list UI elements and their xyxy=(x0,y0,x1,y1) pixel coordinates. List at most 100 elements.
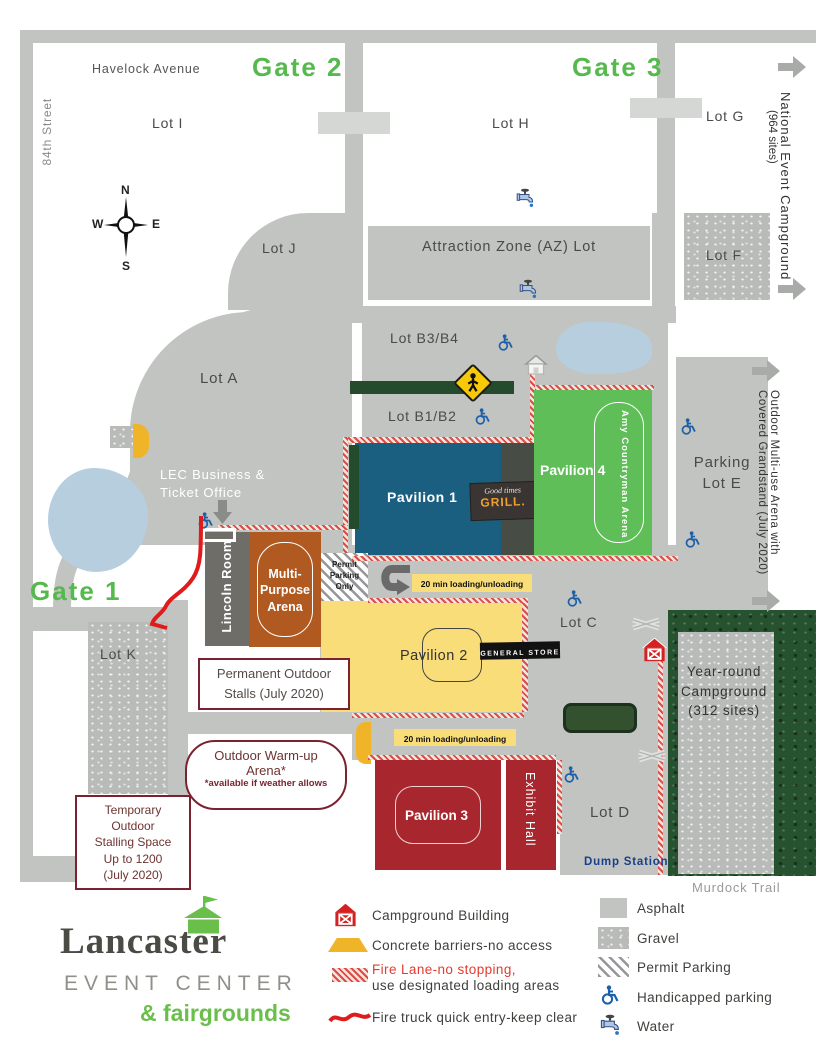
concrete-barrier-west xyxy=(133,424,149,458)
concrete-barrier-icon xyxy=(328,938,368,952)
legend-handicapped-parking: Handicapped parking xyxy=(637,990,773,1005)
fire-lane-lincoln-top xyxy=(218,525,348,530)
gate-1-label: Gate 1 xyxy=(30,576,122,606)
general-store-label: GENERAL STORE xyxy=(480,649,560,658)
handicapped-icon xyxy=(685,531,700,548)
dump-station-label: Dump Station xyxy=(584,856,669,868)
temporary-stalling-box: Temporary Outdoor Stalling Space Up to 1… xyxy=(75,795,191,890)
water-icon xyxy=(519,279,537,299)
general-store-sign: GENERAL STORE xyxy=(479,641,561,660)
lot-h-label: Lot H xyxy=(492,115,530,131)
north-pond xyxy=(556,322,652,374)
national-campground-label: National Event Campground (964 sites) xyxy=(766,92,793,281)
permit-parking-swatch xyxy=(598,957,629,977)
havelock-avenue-label: Havelock Avenue xyxy=(92,62,201,76)
pedestrian-crossing-sign xyxy=(453,363,493,403)
handicapped-icon xyxy=(475,408,490,425)
water-icon xyxy=(516,188,534,208)
lot-a-area xyxy=(130,312,352,545)
lot-b34-label: Lot B3/B4 xyxy=(390,330,459,346)
pavilion-4-label: Pavilion 4 xyxy=(540,462,606,478)
lot-c-area xyxy=(528,555,678,715)
lot-f-area xyxy=(684,213,770,300)
handicapped-icon xyxy=(198,512,213,529)
lot-j-area xyxy=(228,213,346,310)
handicapped-icon xyxy=(564,766,579,783)
road-gate2-crossing xyxy=(318,112,390,134)
handicapped-icon xyxy=(681,418,696,435)
lancaster-logo-icon xyxy=(184,896,222,934)
road-below-az xyxy=(340,306,676,323)
logo-tagline: & fairgrounds xyxy=(140,1000,291,1026)
compass-n: N xyxy=(121,183,130,197)
amy-countryman-arena-outline xyxy=(594,402,644,543)
murdock-trail-label: Murdock Trail xyxy=(692,880,781,895)
handicapped-icon xyxy=(601,985,619,1005)
pavilion-1-tree-strip xyxy=(349,445,359,529)
gate-crossing-icon xyxy=(632,616,660,632)
permanent-stalls-box: Permanent Outdoor Stalls (July 2020) xyxy=(198,658,350,710)
compass-rose: N W E S xyxy=(92,183,160,273)
right-arrow-icon xyxy=(752,360,780,382)
compass-s: S xyxy=(122,259,131,273)
fire-lane-pav3-top xyxy=(368,755,556,760)
lot-j-label: Lot J xyxy=(262,240,297,256)
lot-k-area xyxy=(88,622,168,794)
legend-permit-parking: Permit Parking xyxy=(637,960,732,975)
fire-lane-band1-top xyxy=(352,556,678,561)
legend-gravel: Gravel xyxy=(637,931,680,946)
attraction-zone-label: Attraction Zone (AZ) Lot xyxy=(422,239,596,255)
road-gate3-crossing xyxy=(630,98,702,118)
logo-subtitle: EVENT CENTER xyxy=(64,972,298,995)
parking-lot-e-label: Parking Lot E xyxy=(693,454,751,492)
attraction-zone-lot-area xyxy=(368,226,650,300)
pavilion-3-outline xyxy=(395,786,481,844)
warmup-arena-bubble: Outdoor Warm-up Arena* *available if wea… xyxy=(185,740,347,810)
barn-icon xyxy=(642,638,667,663)
concrete-barrier-south xyxy=(356,722,371,764)
lot-a-label: Lot A xyxy=(200,370,239,387)
lincoln-room-label: Lincoln Room xyxy=(219,540,234,633)
west-pond xyxy=(48,468,148,572)
gate-2-label: Gate 2 xyxy=(252,52,344,82)
multi-purpose-arena: Multi- Purpose Arena xyxy=(249,532,321,647)
road-east-spine xyxy=(652,213,668,563)
lot-k-label: Lot K xyxy=(100,646,137,662)
road-84th-street xyxy=(20,30,33,882)
gravel-swatch xyxy=(598,927,629,949)
fire-lane-pav4-top xyxy=(534,385,654,390)
lec-down-arrow-icon xyxy=(213,500,232,524)
uturn-arrow-icon xyxy=(381,565,410,595)
lot-c-label: Lot C xyxy=(560,614,598,630)
outdoor-arena-label: Outdoor Multi-use Arena with Covered Gra… xyxy=(756,390,780,575)
fire-lane-campground xyxy=(658,655,663,875)
lec-office-label: LEC Business & Ticket Office xyxy=(160,467,266,500)
fire-lane-pav4-left xyxy=(530,368,535,440)
84th-street-label: 84th Street xyxy=(40,98,54,166)
fire-lane-band2-top xyxy=(352,713,524,718)
permit-parking-zone: Permit Parking Only xyxy=(321,553,368,601)
right-arrow-icon xyxy=(752,590,780,612)
legend-water: Water xyxy=(637,1019,675,1034)
trees-blob-lot-c xyxy=(563,703,637,733)
fire-lane-pav1-left xyxy=(343,437,348,557)
lot-g-label: Lot G xyxy=(706,108,745,124)
exhibit-hall-label: Exhibit Hall xyxy=(523,772,537,847)
multi-purpose-arena-outline xyxy=(257,542,313,637)
year-round-campground-area xyxy=(678,632,774,874)
pavilion-4: Pavilion 4 Amy Countryman Arena xyxy=(534,390,652,555)
gate-3-label: Gate 3 xyxy=(572,52,664,82)
logo-name: Lancaster xyxy=(60,921,228,962)
barn-icon xyxy=(333,903,358,928)
grill-name-label: GRILL. xyxy=(480,494,526,510)
handicapped-icon xyxy=(498,334,513,351)
permit-parking-label: Permit Parking Only xyxy=(329,560,360,591)
lot-f-label: Lot F xyxy=(706,247,742,263)
legend-campground-building: Campground Building xyxy=(372,908,510,923)
asphalt-swatch xyxy=(600,898,627,918)
lot-d-label: Lot D xyxy=(590,804,630,821)
year-round-campground-label: Year-round Campground (312 sites) xyxy=(680,664,768,719)
road-havelock-avenue xyxy=(20,30,816,43)
gravel-path-west xyxy=(110,426,138,448)
right-arrow-icon xyxy=(778,278,806,300)
